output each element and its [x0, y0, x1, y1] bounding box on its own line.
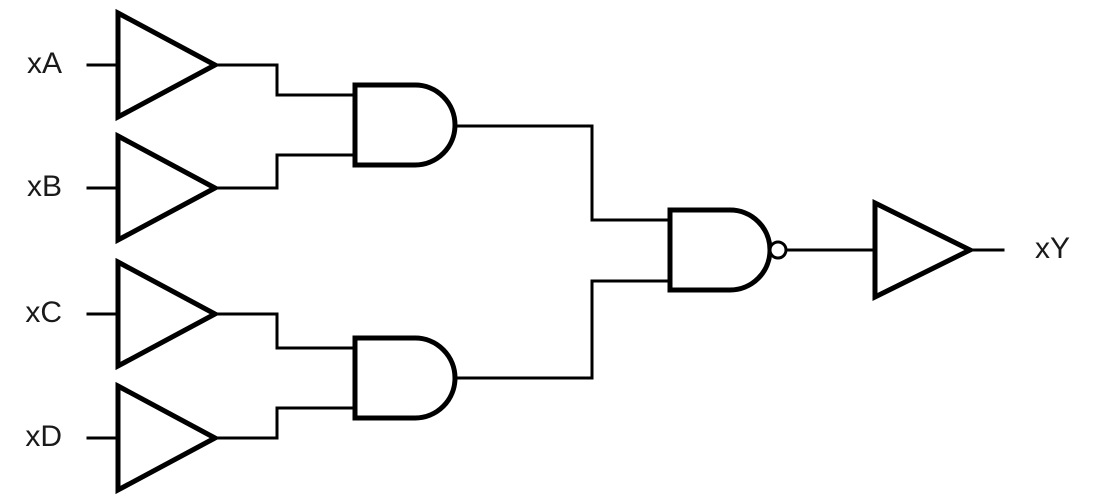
- wires-layer: [86, 63, 1005, 440]
- wire-bufb-to-and1: [213, 153, 359, 190]
- wire-and1-to-nand: [453, 124, 674, 222]
- wire-bufd-to-and2: [213, 406, 359, 440]
- wire-bufc-to-and2: [213, 312, 359, 350]
- buffer-xa: [115, 8, 221, 122]
- nand-inversion-bubble: [768, 240, 788, 260]
- buffer-xc: [115, 257, 221, 371]
- and-gate-top: [352, 82, 458, 168]
- and-gate-bottom: [352, 335, 458, 421]
- buffer-xd: [115, 381, 221, 495]
- input-label-xa: xA: [27, 47, 62, 80]
- input-label-xc: xC: [25, 296, 62, 329]
- labels-layer: xA xB xC xD xY: [25, 47, 1070, 453]
- output-label-xy: xY: [1035, 232, 1070, 265]
- buffer-output: [872, 198, 976, 302]
- gates-layer: [115, 8, 976, 495]
- input-label-xb: xB: [27, 170, 62, 203]
- nand-gate: [667, 207, 773, 293]
- input-label-xd: xD: [25, 420, 62, 453]
- wire-and2-to-nand: [453, 279, 674, 380]
- wire-bufa-to-and1: [213, 63, 359, 97]
- buffer-xb: [115, 131, 221, 245]
